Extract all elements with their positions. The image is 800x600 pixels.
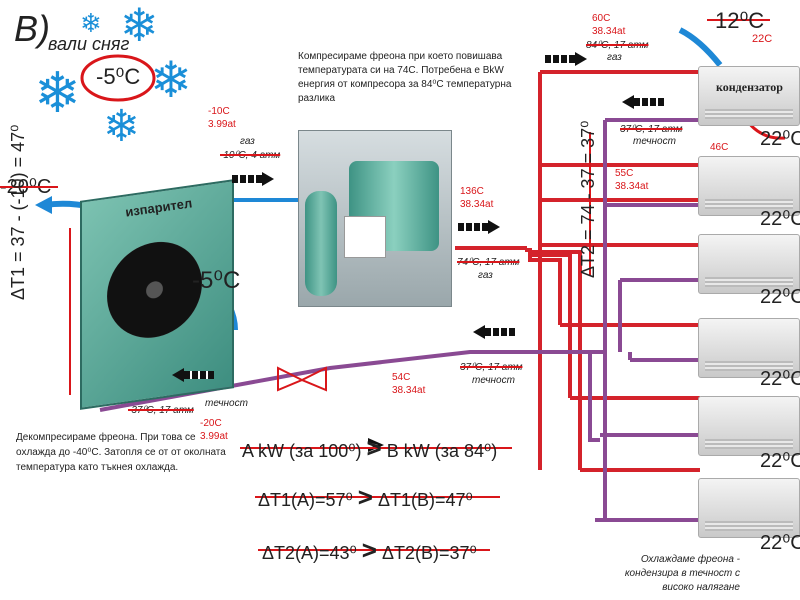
- ambient-temp: 12⁰C: [715, 8, 765, 33]
- flow-arrow-left-icon: [622, 95, 664, 109]
- flow-arrow-right-icon: [458, 220, 500, 234]
- compressor-unit: [298, 130, 452, 307]
- snowflake-icon: ❄: [103, 102, 140, 151]
- comparison-left: ΔT1(A)=57⁰: [258, 490, 353, 510]
- discharge-pressure: 38.34at: [460, 199, 494, 210]
- evap-in-temp: -20C: [200, 418, 222, 429]
- suction-pressure: 3.99at: [208, 119, 236, 130]
- return-liquid-pressure: 38.34at: [392, 385, 426, 396]
- room-temp: 22⁰C: [760, 286, 800, 308]
- delta-t2-label: ΔT2 = 74 - 37 = 37⁰: [578, 120, 598, 278]
- comparison-row: ΔT2(A)=43⁰ > ΔT2(B)=37⁰: [262, 535, 477, 566]
- heading-subtitle: вали сняг: [48, 34, 130, 54]
- flow-arrow-right-icon: [545, 52, 587, 66]
- compressor-box: [344, 216, 386, 258]
- decompress-note: Декомпресираме фреона. При това се охлаж…: [16, 432, 226, 473]
- comparison-op: >: [357, 482, 373, 512]
- compressor-note: Компресираме фреона при което повишава т…: [298, 51, 512, 104]
- comparison-right: ΔT1(B)=47⁰: [378, 490, 473, 510]
- cond-out-temp: 55C: [615, 168, 634, 179]
- snowflake-icon: ❄: [34, 61, 81, 124]
- comparison-left: A kW (за 100⁰): [242, 441, 362, 461]
- evap-in-label: течност: [205, 398, 248, 409]
- outside-temp: -5⁰C: [96, 64, 141, 89]
- ambient-temp-sub: 22C: [752, 33, 773, 45]
- indoor-unit: [698, 234, 800, 294]
- flow-arrow-left-icon: [172, 368, 214, 382]
- cond-in-pressure: 38.34at: [592, 26, 626, 37]
- discharge-temp: 136C: [460, 186, 484, 197]
- compressor-tank: [305, 191, 337, 296]
- snowflake-icon: ❄: [150, 52, 192, 108]
- expansion-valve-icon: [277, 366, 327, 392]
- discharge-gas-label: газ: [478, 270, 493, 281]
- comparison-op: >: [361, 535, 377, 565]
- evap-in-pressure: 3.99at: [200, 431, 228, 442]
- evaporator-fan: [107, 235, 202, 345]
- room-temp: 22⁰C: [760, 450, 800, 472]
- flow-arrow-right-icon: [232, 172, 274, 186]
- cond-out-pressure: 38.34at: [615, 181, 649, 192]
- indoor-unit: [698, 478, 800, 538]
- condenser-label: кондензатор: [716, 80, 783, 94]
- snowflake-icon: ❄: [120, 0, 159, 51]
- return-liquid-label: течност: [472, 375, 515, 386]
- cond-in-label: газ: [607, 52, 622, 63]
- discharge-old: 74⁰C, 17 атм: [457, 257, 520, 268]
- evaporator-fan-temp: -5⁰C: [192, 267, 241, 294]
- return-liquid-old: 37⁰C, 17 атм: [460, 362, 523, 373]
- room-temp: 22⁰C: [760, 532, 800, 554]
- suction-temp: -10C: [208, 106, 230, 117]
- condense-note: Охлаждаме фреона - кондензира в течност …: [624, 554, 740, 593]
- heading-letter: B): [14, 8, 50, 49]
- cond-liquid-label: течност: [633, 136, 676, 147]
- comparison-row: ΔT1(A)=57⁰ > ΔT1(B)=47⁰: [258, 482, 473, 513]
- room-temp: 22⁰C: [760, 208, 800, 230]
- delta-t1-label: ΔT1 = 37 - (-10) = 47⁰: [8, 124, 28, 300]
- snowflake-icon: ❄: [80, 8, 102, 38]
- comparison-left: ΔT2(A)=43⁰: [262, 543, 357, 563]
- flow-arrow-left-icon: [473, 325, 515, 339]
- cond-in-old: 84⁰C, 17 атм: [586, 40, 649, 51]
- mid-temp: 46C: [710, 142, 729, 153]
- comparison-row: A kW (за 100⁰) > B kW (за 84⁰): [242, 433, 497, 464]
- comparison-right: ΔT2(B)=37⁰: [382, 543, 477, 563]
- indoor-unit: [698, 318, 800, 378]
- outside-temp-ring: [80, 54, 156, 102]
- evaporator-temp: -20⁰C: [0, 176, 52, 198]
- room-temp: 22⁰C: [760, 368, 800, 390]
- room-temp: 22⁰C: [760, 128, 800, 150]
- indoor-unit: [698, 156, 800, 216]
- comparison-right: B kW (за 84⁰): [386, 441, 498, 461]
- cond-liquid-old: 37⁰C, 17 атм: [620, 124, 683, 135]
- comparison-op: >: [366, 433, 382, 463]
- suction-gas-old: -10⁰C, 4 атм: [220, 150, 281, 161]
- condenser-unit: [698, 66, 800, 126]
- evap-in-old: -37⁰C, 17 атм: [128, 405, 194, 416]
- cond-in-temp: 60C: [592, 13, 611, 24]
- suction-gas-label: газ: [240, 136, 255, 147]
- indoor-unit: [698, 396, 800, 456]
- return-liquid-temp: 54C: [392, 372, 411, 383]
- hot-pipe-main: [455, 246, 527, 250]
